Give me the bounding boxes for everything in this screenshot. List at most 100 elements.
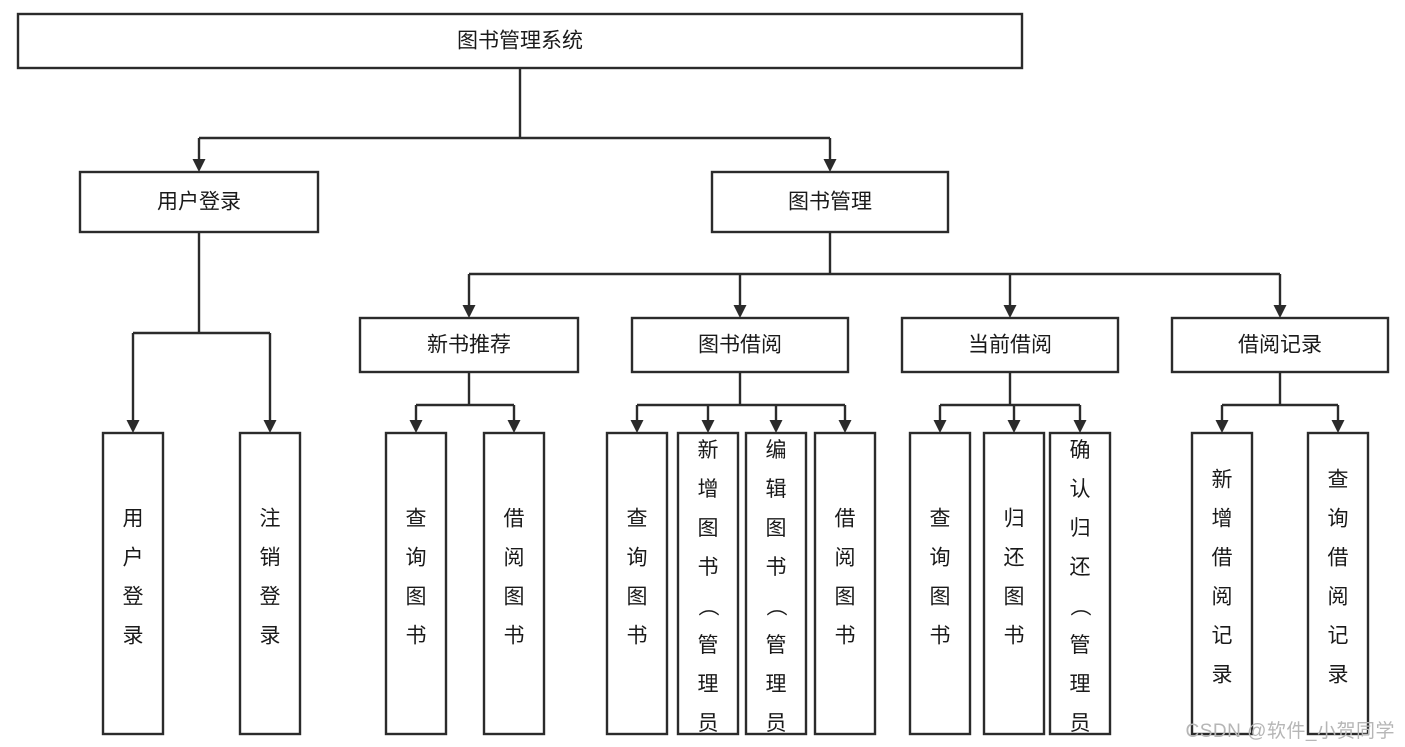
leaf-leaf-edit-book-admin-char: 员	[766, 712, 787, 735]
leaf-leaf-query-book-1-char: 查	[406, 508, 427, 531]
leaf-leaf-borrow-book-1-char: 借	[504, 508, 525, 531]
leaf-leaf-logout-login-char: 注	[260, 508, 281, 531]
leaf-leaf-borrow-book-1-char: 阅	[504, 547, 525, 570]
leaf-leaf-query-book-3-char: 查	[930, 508, 951, 531]
arrow-head-icon	[838, 420, 852, 433]
leaf-leaf-query-book-2-char: 书	[627, 625, 648, 648]
arrow-head-icon	[409, 420, 423, 433]
node-current-borrow-box	[900, 316, 1120, 374]
leaf-leaf-borrow-book-2-box	[813, 431, 877, 736]
leaf-leaf-query-book-1-char: 询	[406, 547, 427, 570]
arrow-head-icon	[1007, 420, 1021, 433]
leaf-leaf-user-login-char: 用	[123, 508, 144, 531]
leaf-leaf-add-book-admin-box	[676, 431, 740, 736]
leaf-leaf-logout-login-char: 销	[260, 547, 281, 570]
leaf-leaf-query-borrow-record-char: 询	[1328, 508, 1349, 531]
leaf-leaf-query-book-3-box	[908, 431, 972, 736]
leaf-leaf-query-book-2-char: 询	[627, 547, 648, 570]
node-current-borrow[interactable]: 当前借阅	[900, 316, 1120, 374]
leaf-leaf-query-book-3-char: 询	[930, 547, 951, 570]
node-book-borrow[interactable]: 图书借阅	[630, 316, 850, 374]
leaf-leaf-add-borrow-record-char: 借	[1212, 547, 1233, 570]
leaf-leaf-query-borrow-record-char: 借	[1328, 547, 1349, 570]
leaf-leaf-add-borrow-record-box	[1190, 431, 1254, 736]
leaf-leaf-user-login-char: 登	[123, 586, 144, 609]
arrow-head-icon	[933, 420, 947, 433]
node-current-borrow-label: 当前借阅	[968, 334, 1052, 357]
leaf-leaf-add-borrow-record-char: 增	[1212, 508, 1233, 531]
leaf-leaf-query-borrow-record-box	[1306, 431, 1370, 736]
node-borrow-record-label: 借阅记录	[1238, 334, 1322, 357]
leaf-leaf-borrow-book-2-char: 借	[835, 508, 856, 531]
leaf-leaf-user-login-char: 录	[123, 625, 144, 648]
leaf-leaf-edit-book-admin-char: 书	[766, 556, 787, 579]
leaf-leaf-add-book-admin-char: 新	[698, 439, 719, 462]
leaf-leaf-query-book-2-char: 图	[627, 586, 648, 609]
arrow-head-icon	[507, 420, 521, 433]
leaf-leaf-logout-login-char: 录	[260, 625, 281, 648]
leaf-leaf-confirm-return-admin-char: （	[1068, 596, 1091, 617]
node-user-login-label: 用户登录	[157, 191, 241, 214]
leaf-leaf-confirm-return-admin-char: 员	[1070, 712, 1091, 735]
arrow-head-icon	[733, 305, 747, 318]
leaf-leaf-confirm-return-admin-char: 管	[1070, 634, 1091, 657]
leaf-leaf-return-book-box	[982, 431, 1046, 736]
leaf-leaf-add-book-admin-char: 书	[698, 556, 719, 579]
node-book-borrow-label: 图书借阅	[698, 334, 782, 357]
csdn-watermark: CSDN @软件_小贺同学	[1185, 721, 1395, 742]
leaf-leaf-add-borrow-record-char: 阅	[1212, 586, 1233, 609]
leaf-leaf-query-book-1-box	[384, 431, 448, 736]
leaf-leaf-confirm-return-admin-box	[1048, 431, 1112, 736]
leaf-leaf-borrow-book-1-char: 书	[504, 625, 525, 648]
arrow-head-icon	[192, 159, 206, 172]
leaf-leaf-confirm-return-admin-char: 认	[1070, 478, 1091, 501]
node-borrow-record-box	[1170, 316, 1390, 374]
arrow-head-icon	[1003, 305, 1017, 318]
leaf-leaf-query-book-1-char: 图	[406, 586, 427, 609]
leaf-leaf-query-book-2-char: 查	[627, 508, 648, 531]
node-root-book-management-system[interactable]: 图书管理系统	[16, 12, 1024, 70]
leaf-leaf-add-book-admin-char: 管	[698, 634, 719, 657]
leaf-leaf-add-book-admin-char: 理	[698, 673, 719, 696]
leaf-leaf-query-borrow-record-char: 查	[1328, 469, 1349, 492]
leaf-leaf-edit-book-admin-char: 理	[766, 673, 787, 696]
leaf-leaf-query-book-2-box	[605, 431, 669, 736]
leaf-leaf-add-book-admin-char: 图	[698, 517, 719, 540]
leaf-leaf-user-login-char: 户	[123, 547, 144, 570]
arrow-head-icon	[630, 420, 644, 433]
leaf-leaf-edit-book-admin-box	[744, 431, 808, 736]
node-root-book-management-system-label: 图书管理系统	[457, 30, 583, 53]
leaf-leaf-edit-book-admin-char: （	[764, 596, 787, 617]
arrow-head-icon	[823, 159, 837, 172]
node-user-login-box	[78, 170, 320, 234]
node-borrow-record[interactable]: 借阅记录	[1170, 316, 1390, 374]
node-book-manage[interactable]: 图书管理	[710, 170, 950, 234]
leaf-leaf-borrow-book-2-char: 图	[835, 586, 856, 609]
node-new-book-recommend-box	[358, 316, 580, 374]
leaf-leaf-query-book-3-char: 图	[930, 586, 951, 609]
node-book-borrow-box	[630, 316, 850, 374]
leaf-leaf-user-login[interactable]: 用户登录	[101, 431, 165, 736]
leaf-leaf-logout-login-box	[238, 431, 302, 736]
leaf-leaf-edit-book-admin-char: 辑	[766, 478, 787, 501]
node-new-book-recommend[interactable]: 新书推荐	[358, 316, 580, 374]
leaf-leaf-query-borrow-record-char: 录	[1328, 664, 1349, 687]
leaf-leaf-return-book-char: 还	[1004, 547, 1025, 570]
leaf-leaf-add-book-admin-char: （	[696, 596, 719, 617]
node-user-login[interactable]: 用户登录	[78, 170, 320, 234]
leaf-leaf-borrow-book-1-box	[482, 431, 546, 736]
